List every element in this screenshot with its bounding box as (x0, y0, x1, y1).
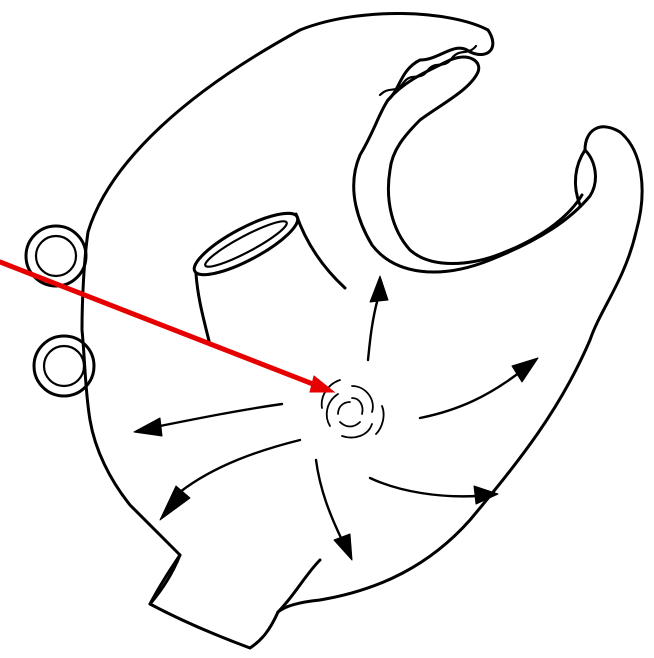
serrated-rim (380, 46, 476, 95)
flow-arrow-upper-right (420, 358, 538, 418)
flow-arrow-down (316, 460, 352, 560)
lower-ring-opening (34, 336, 94, 396)
flow-arrow-lower-left (160, 440, 300, 520)
central-swirl (322, 380, 384, 438)
flow-arrow-left (134, 404, 282, 436)
upper-vessel (187, 203, 345, 345)
upper-vessel-opening (187, 203, 304, 286)
inner-curl-outline (388, 57, 582, 263)
flow-arrow-right (370, 478, 498, 504)
flow-arrow-up (368, 276, 388, 360)
upper-vessel-left-wall (196, 274, 210, 345)
pointer-line (0, 262, 318, 386)
organ-outline (82, 13, 642, 648)
pointer-arrowhead (310, 376, 334, 392)
flow-arrows (134, 276, 538, 560)
upper-vessel-right-wall (296, 214, 345, 288)
pointer-arrow (0, 262, 334, 392)
